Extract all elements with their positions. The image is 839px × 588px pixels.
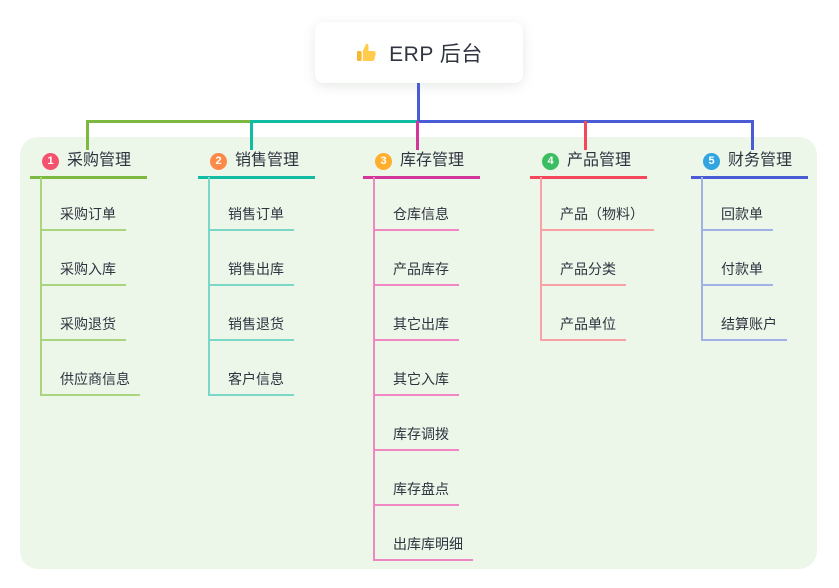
child-node[interactable]: 销售退货: [208, 315, 294, 341]
child-node[interactable]: 产品单位: [540, 315, 626, 341]
connector-drop-purchase: [86, 121, 89, 150]
branch-label: 产品管理: [567, 152, 632, 169]
child-node[interactable]: 产品（物料）: [540, 205, 654, 231]
connector-drop-product: [584, 121, 587, 150]
branch-header-sales[interactable]: 2 销售管理: [198, 150, 316, 179]
connector-bus-purchase: [86, 120, 252, 123]
connector-drop-inventory: [416, 121, 419, 150]
child-node[interactable]: 结算账户: [701, 315, 787, 341]
branch-label: 采购管理: [67, 152, 132, 169]
child-node[interactable]: 其它出库: [373, 315, 459, 341]
branch-badge: 5: [703, 152, 720, 170]
branch-badge: 1: [42, 152, 59, 170]
thumbs-up-icon: [355, 41, 379, 65]
mindmap-panel: [20, 137, 817, 569]
child-node[interactable]: 供应商信息: [40, 370, 140, 396]
child-node[interactable]: 采购退货: [40, 315, 126, 341]
branch-badge: 2: [210, 152, 227, 170]
branch-vline-sales: [208, 177, 210, 396]
branch-label: 销售管理: [235, 152, 300, 169]
branch-badge: 3: [375, 152, 392, 170]
branch-vline-purchase: [40, 177, 42, 396]
branch-vline-finance: [701, 177, 703, 341]
branch-header-inventory[interactable]: 3 库存管理: [363, 150, 481, 179]
connector-bus-sales: [250, 120, 418, 123]
child-node[interactable]: 产品库存: [373, 260, 459, 286]
branch-vline-inventory: [373, 177, 375, 561]
child-node[interactable]: 产品分类: [540, 260, 626, 286]
child-node[interactable]: 库存盘点: [373, 480, 459, 506]
child-node[interactable]: 回款单: [701, 205, 773, 231]
branch-badge: 4: [542, 152, 559, 170]
branch-label: 财务管理: [728, 152, 793, 169]
child-node[interactable]: 客户信息: [208, 370, 294, 396]
child-node[interactable]: 采购订单: [40, 205, 126, 231]
branch-vline-product: [540, 177, 542, 341]
connector-drop-sales: [250, 121, 253, 150]
root-node[interactable]: ERP 后台: [315, 22, 523, 83]
child-node[interactable]: 仓库信息: [373, 205, 459, 231]
root-title: ERP 后台: [389, 42, 483, 66]
branch-header-finance[interactable]: 5 财务管理: [691, 150, 809, 179]
child-node[interactable]: 库存调拨: [373, 425, 459, 451]
child-node[interactable]: 出库库明细: [373, 535, 473, 561]
child-node[interactable]: 采购入库: [40, 260, 126, 286]
child-node[interactable]: 其它入库: [373, 370, 459, 396]
connector-root-stem: [417, 83, 420, 123]
branch-header-product[interactable]: 4 产品管理: [530, 150, 648, 179]
child-node[interactable]: 付款单: [701, 260, 773, 286]
branch-header-purchase[interactable]: 1 采购管理: [30, 150, 148, 179]
child-node[interactable]: 销售订单: [208, 205, 294, 231]
child-node[interactable]: 销售出库: [208, 260, 294, 286]
connector-drop-finance: [751, 121, 754, 150]
branch-label: 库存管理: [400, 152, 465, 169]
